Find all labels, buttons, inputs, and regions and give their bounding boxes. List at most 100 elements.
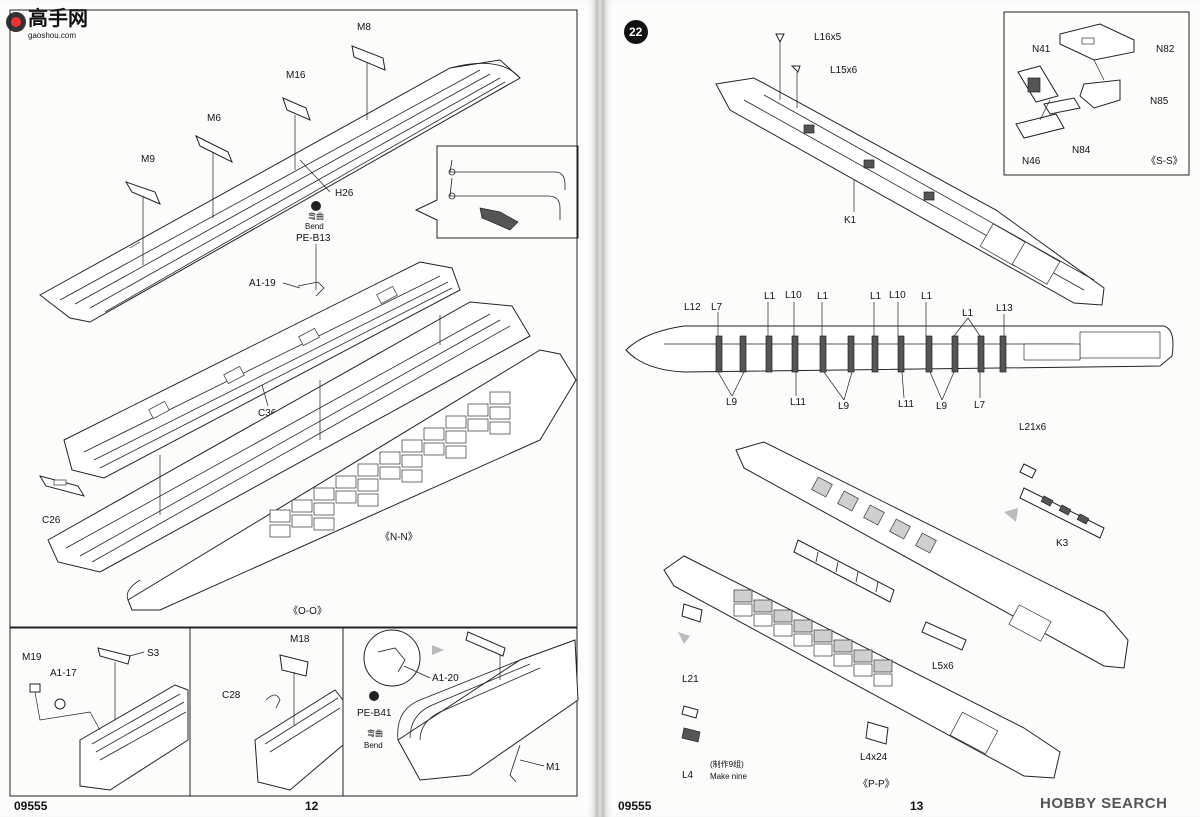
check-icon <box>311 201 321 211</box>
label-a1-20: A1-20 <box>432 673 459 684</box>
ammo-rack-grid-lower <box>733 589 893 687</box>
inset-2-detail: M18 C28 <box>222 634 344 791</box>
part-m8 <box>351 45 386 71</box>
photo-etch-detail-inset <box>414 145 579 239</box>
label-n41: N41 <box>1032 44 1051 55</box>
side-hull-assembly: L12 L7 L1 L10 L1 L1 L10 L1 L1 L13 <box>625 290 1174 412</box>
label-o-o: 《O-O》 <box>288 605 327 617</box>
part-a1-19 <box>297 281 325 297</box>
binding-gutter <box>596 0 604 817</box>
page-number: 12 <box>305 799 319 813</box>
label-k1: K1 <box>844 215 857 226</box>
label-l10-a: L10 <box>785 290 802 301</box>
step-number: 22 <box>629 25 643 39</box>
part-l16 <box>775 33 785 44</box>
middle-deck-assembly: A1-19 C36 <box>63 261 461 479</box>
bend-zh: 弯曲 <box>367 728 383 738</box>
arrow-icon <box>432 645 444 655</box>
s-s-detail: N41 N82 N85 N46 N84 《S-S》 <box>1015 23 1183 167</box>
page-12: 高手网 gaoshou.com <box>0 0 596 817</box>
arrow-icon <box>678 632 690 644</box>
label-l1-c: L1 <box>870 291 882 302</box>
label-c26: C26 <box>42 515 61 526</box>
product-code: 09555 <box>14 799 48 813</box>
label-s-s: 《S-S》 <box>1146 155 1183 167</box>
part-c26: C26 <box>38 475 86 526</box>
hull-k1-assembly: L16x5 L15x6 K1 <box>715 32 1105 306</box>
label-l9-b: L9 <box>838 401 850 412</box>
label-k3: K3 <box>1056 538 1069 549</box>
page-13-drawing: 22 N41 N82 N85 N46 N84 《S-S》 <box>618 11 1190 813</box>
label-pe-b41: PE-B41 <box>357 708 392 719</box>
label-l11-b: L11 <box>898 399 914 410</box>
l-part-row <box>715 335 1007 373</box>
page-13: 22 N41 N82 N85 N46 N84 《S-S》 <box>604 0 1200 817</box>
label-l12: L12 <box>684 302 701 313</box>
label-m6: M6 <box>207 113 221 124</box>
label-m9: M9 <box>141 154 155 165</box>
label-l21x6: L21x6 <box>1019 422 1047 433</box>
label-l7-top: L7 <box>711 302 723 313</box>
check-icon <box>369 691 379 701</box>
label-s3: S3 <box>147 648 160 659</box>
part-m18 <box>279 654 309 677</box>
part-k3-strip <box>1019 487 1105 539</box>
label-l1-d: L1 <box>921 291 933 302</box>
label-l10-b: L10 <box>889 290 906 301</box>
label-c28: C28 <box>222 690 241 701</box>
label-l1-e: L1 <box>962 308 974 319</box>
label-l9-c: L9 <box>936 401 948 412</box>
part-c28 <box>265 694 281 709</box>
label-n46: N46 <box>1022 156 1041 167</box>
label-m19: M19 <box>22 652 42 663</box>
label-m1: M1 <box>546 762 560 773</box>
inset-1-detail: S3 M19 A1-17 <box>22 647 189 791</box>
label-l7-bottom: L7 <box>974 400 986 411</box>
hull-p-p-assembly: L21 L4 (制作9组) Make nine L4x24 《P-P》 <box>663 555 1061 790</box>
label-l4: L4 <box>682 770 694 781</box>
page-number: 13 <box>910 799 924 813</box>
label-l1-b: L1 <box>817 291 829 302</box>
l5-parts-row <box>793 539 895 603</box>
inset-3-detail: A1-20 PE-B41 弯曲 Bend M1 <box>357 629 579 783</box>
label-a1-19: A1-19 <box>249 278 276 289</box>
label-n84: N84 <box>1072 145 1091 156</box>
part-m16 <box>282 97 311 121</box>
label-n82: N82 <box>1156 44 1175 55</box>
part-s3 <box>97 647 131 665</box>
label-h26: H26 <box>335 188 354 199</box>
label-l5x6: L5x6 <box>932 661 954 672</box>
make-nine-en: Make nine <box>710 772 747 781</box>
logo-url: gaoshou.com <box>28 31 76 40</box>
s-s-detail-frame <box>1003 11 1190 176</box>
part-m6 <box>195 134 233 164</box>
upper-deck-assembly: M8 M16 M6 M9 H26 <box>39 22 521 323</box>
label-m18: M18 <box>290 634 310 645</box>
label-l13: L13 <box>996 303 1013 314</box>
label-l21: L21 <box>682 674 699 685</box>
product-code: 09555 <box>618 799 652 813</box>
label-p-p: 《P-P》 <box>858 778 895 790</box>
label-l1-a: L1 <box>764 291 776 302</box>
bend-en: Bend <box>364 741 383 750</box>
label-m8: M8 <box>357 22 371 33</box>
label-pe-b13: PE-B13 <box>296 233 331 244</box>
bend-callout-pe-b13: 弯曲 Bend PE-B13 <box>296 201 331 290</box>
label-n-n: 《N-N》 <box>380 531 418 543</box>
label-l15x6: L15x6 <box>830 65 858 76</box>
hull-k3-assembly: L21x6 K3 L5x6 <box>735 422 1129 672</box>
ammo-rack-grid <box>269 391 511 538</box>
label-l4x24: L4x24 <box>860 752 888 763</box>
watermark: HOBBY SEARCH <box>1040 795 1167 812</box>
part-l15 <box>790 65 801 73</box>
label-l16x5: L16x5 <box>814 32 842 43</box>
label-l9-a: L9 <box>726 397 738 408</box>
label-m16: M16 <box>286 70 306 81</box>
page-12-drawing: 高手网 gaoshou.com <box>6 6 579 813</box>
make-nine-zh: (制作9组) <box>710 759 744 769</box>
step-badge <box>624 20 648 44</box>
label-l11-a: L11 <box>790 397 806 408</box>
bend-zh: 弯曲 <box>308 211 324 221</box>
arrow-icon <box>1004 508 1018 522</box>
